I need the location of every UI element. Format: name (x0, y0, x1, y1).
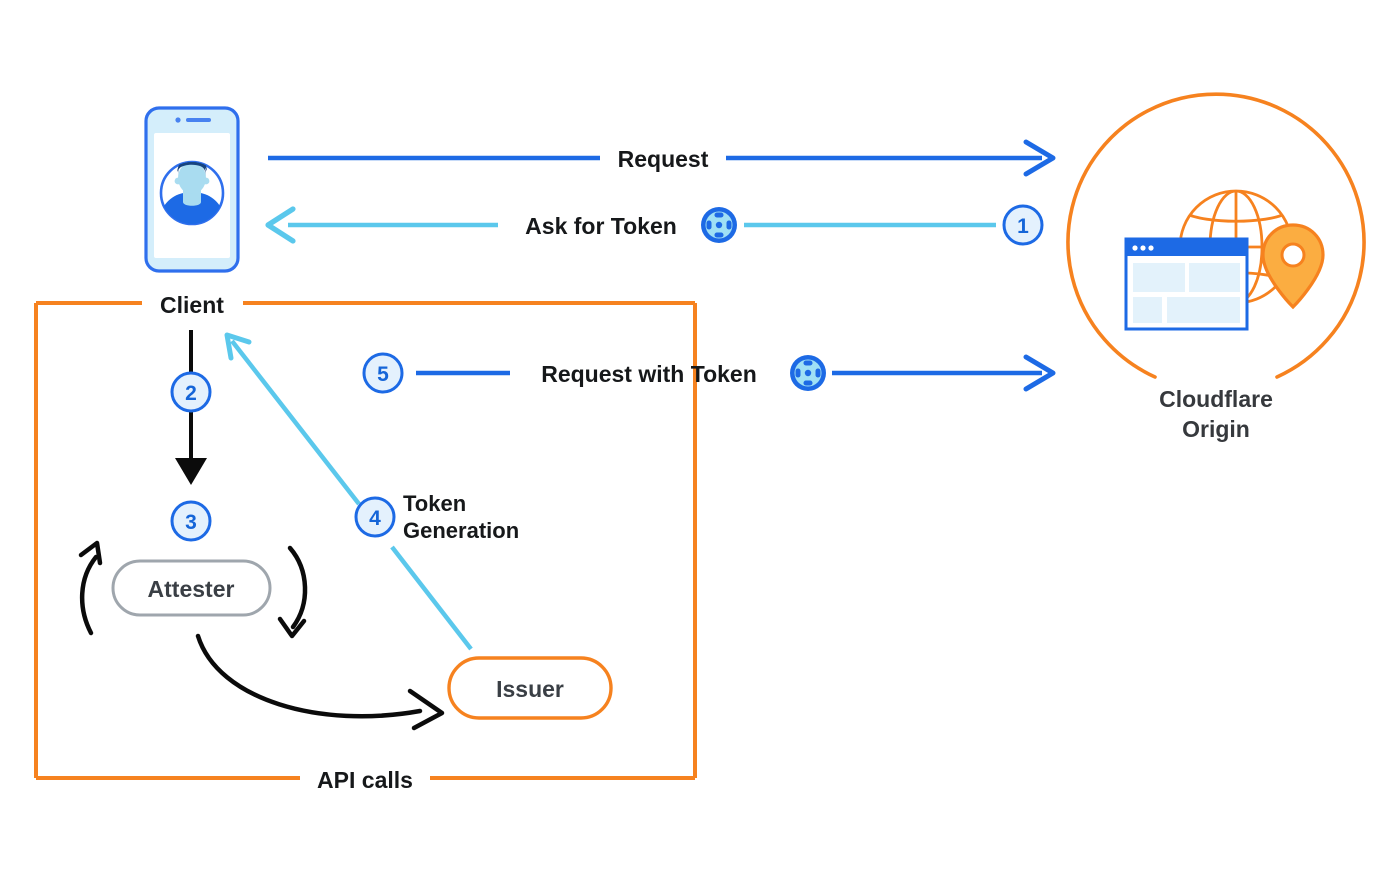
client-label: Client (160, 292, 224, 318)
attester-label: Attester (148, 576, 235, 602)
api-calls-box (34, 301, 697, 780)
api-calls-label: API calls (317, 767, 413, 793)
arrowhead-right-icon (407, 688, 445, 731)
step-5-number: 5 (377, 363, 389, 386)
browser-window-icon (1124, 237, 1249, 331)
client-to-attester-flow: 2 (170, 330, 212, 485)
step-1-badge: 1 (1002, 204, 1044, 246)
step-2-number: 2 (185, 382, 197, 405)
step-3-number: 3 (185, 511, 197, 534)
token-icon (701, 207, 737, 243)
arrowhead-upleft-icon (224, 332, 252, 361)
location-pin-icon (1261, 223, 1325, 310)
attester-node: Attester (111, 559, 272, 617)
token-generation-label-line2: Generation (403, 518, 519, 543)
step-1-number: 1 (1017, 215, 1029, 238)
token-generation-label-line1: Token (403, 491, 466, 516)
token-generation-flow: 4 Token Generation (224, 332, 519, 651)
origin-ring-arc (1066, 92, 1366, 379)
arrowhead-right-icon (1023, 354, 1056, 392)
arrowhead-down-icon (277, 616, 307, 639)
issuer-label: Issuer (496, 676, 564, 702)
step-2-badge: 2 (170, 371, 212, 413)
step-4-badge: 4 (354, 496, 396, 538)
cloudflare-origin-node: Cloudflare Origin (1066, 92, 1366, 442)
ask-for-token-flow: Ask for Token 1 (265, 204, 1044, 246)
issuer-node: Issuer (447, 656, 613, 720)
origin-label-line1: Cloudflare (1159, 386, 1273, 412)
step-3-badge: 3 (170, 500, 212, 542)
arrowhead-up-icon (78, 540, 103, 566)
arrowhead-left-icon (265, 206, 296, 244)
arrowhead-right-icon (1023, 139, 1056, 177)
request-label: Request (618, 146, 709, 172)
origin-label-line2: Origin (1182, 416, 1250, 442)
arrowhead-down-icon (175, 458, 207, 485)
request-with-token-label: Request with Token (541, 361, 757, 387)
request-with-token-flow: 5 Request with Token (362, 352, 1056, 394)
step-4-number: 4 (369, 507, 381, 530)
client-phone-icon (144, 106, 240, 273)
token-icon (790, 355, 826, 391)
step-5-badge: 5 (362, 352, 404, 394)
request-flow: Request (268, 139, 1056, 177)
attester-to-issuer-flow (195, 633, 445, 731)
attester-loop-arrows (78, 540, 308, 639)
ask-for-token-label: Ask for Token (525, 213, 677, 239)
